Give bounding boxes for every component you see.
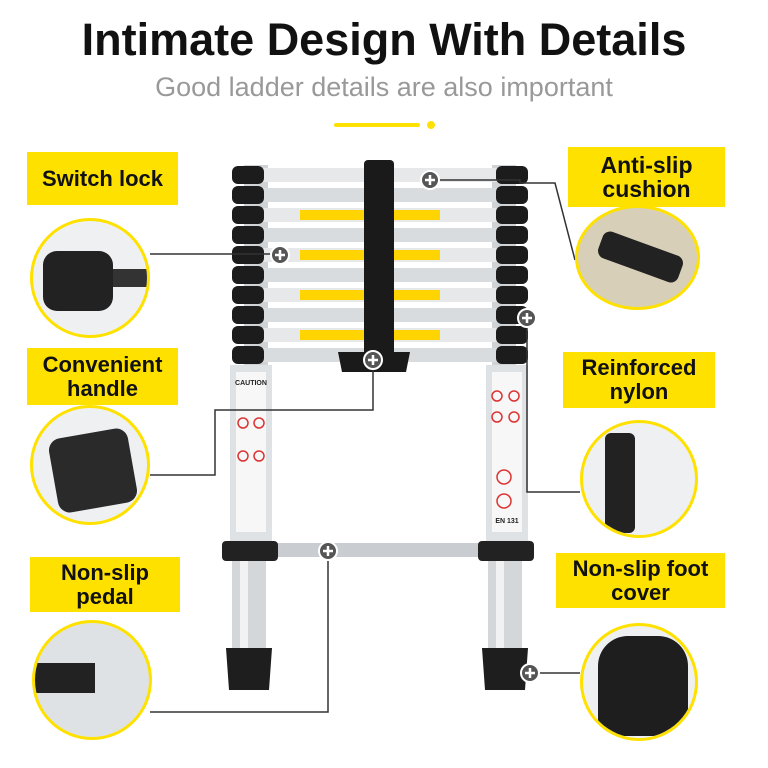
rung-lock — [232, 266, 264, 284]
rung-lock — [496, 186, 528, 204]
rung-lock — [496, 166, 528, 184]
plus-icon — [525, 668, 535, 678]
label-convenient-handle: Convenient handle — [27, 348, 178, 405]
rung-lock — [232, 346, 264, 364]
label-non-slip-pedal: Non-slip pedal — [30, 557, 180, 612]
detail-reinforced-nylon — [580, 420, 698, 538]
detail-switch-lock — [30, 218, 150, 338]
rung-lock — [496, 246, 528, 264]
plus-icon — [522, 313, 532, 323]
rung-lock — [496, 266, 528, 284]
rung-lock — [496, 206, 528, 224]
detail-non-slip-foot-cover — [580, 623, 698, 741]
label-switch-lock: Switch lock — [27, 152, 178, 205]
plus-icon — [323, 546, 333, 556]
accent-dot — [427, 121, 435, 129]
rung-lock — [496, 326, 528, 344]
page-title: Intimate Design With Details — [81, 14, 687, 65]
rung-lock — [232, 306, 264, 324]
plus-icon — [425, 175, 435, 185]
bottom-rung — [270, 543, 488, 557]
rung-lock — [232, 246, 264, 264]
detail-non-slip-pedal — [32, 620, 152, 740]
page-subtitle: Good ladder details are also important — [155, 72, 613, 102]
rung-lock — [496, 346, 528, 364]
rung-lock — [496, 286, 528, 304]
accent-line — [334, 123, 420, 127]
plus-icon — [275, 250, 285, 260]
rung-lock — [232, 326, 264, 344]
detail-convenient-handle — [30, 405, 150, 525]
label-non-slip-foot-cover: Non-slip foot cover — [556, 553, 725, 608]
right-foot — [482, 648, 528, 690]
rung-lock — [232, 286, 264, 304]
rung-lock — [232, 206, 264, 224]
plus-icon — [368, 355, 378, 365]
detail-anti-slip-cushion — [575, 205, 700, 310]
rung-lock — [232, 186, 264, 204]
standard-label: EN 131 — [495, 518, 518, 525]
rung-lock — [496, 226, 528, 244]
rung-lock — [232, 226, 264, 244]
label-anti-slip-cushion: Anti-slip cushion — [568, 147, 725, 207]
caution-label: CAUTION — [235, 380, 267, 387]
left-foot — [226, 648, 272, 690]
hotspots — [270, 170, 540, 683]
label-reinforced-nylon: Reinforced nylon — [563, 352, 715, 408]
rung-lock — [232, 166, 264, 184]
